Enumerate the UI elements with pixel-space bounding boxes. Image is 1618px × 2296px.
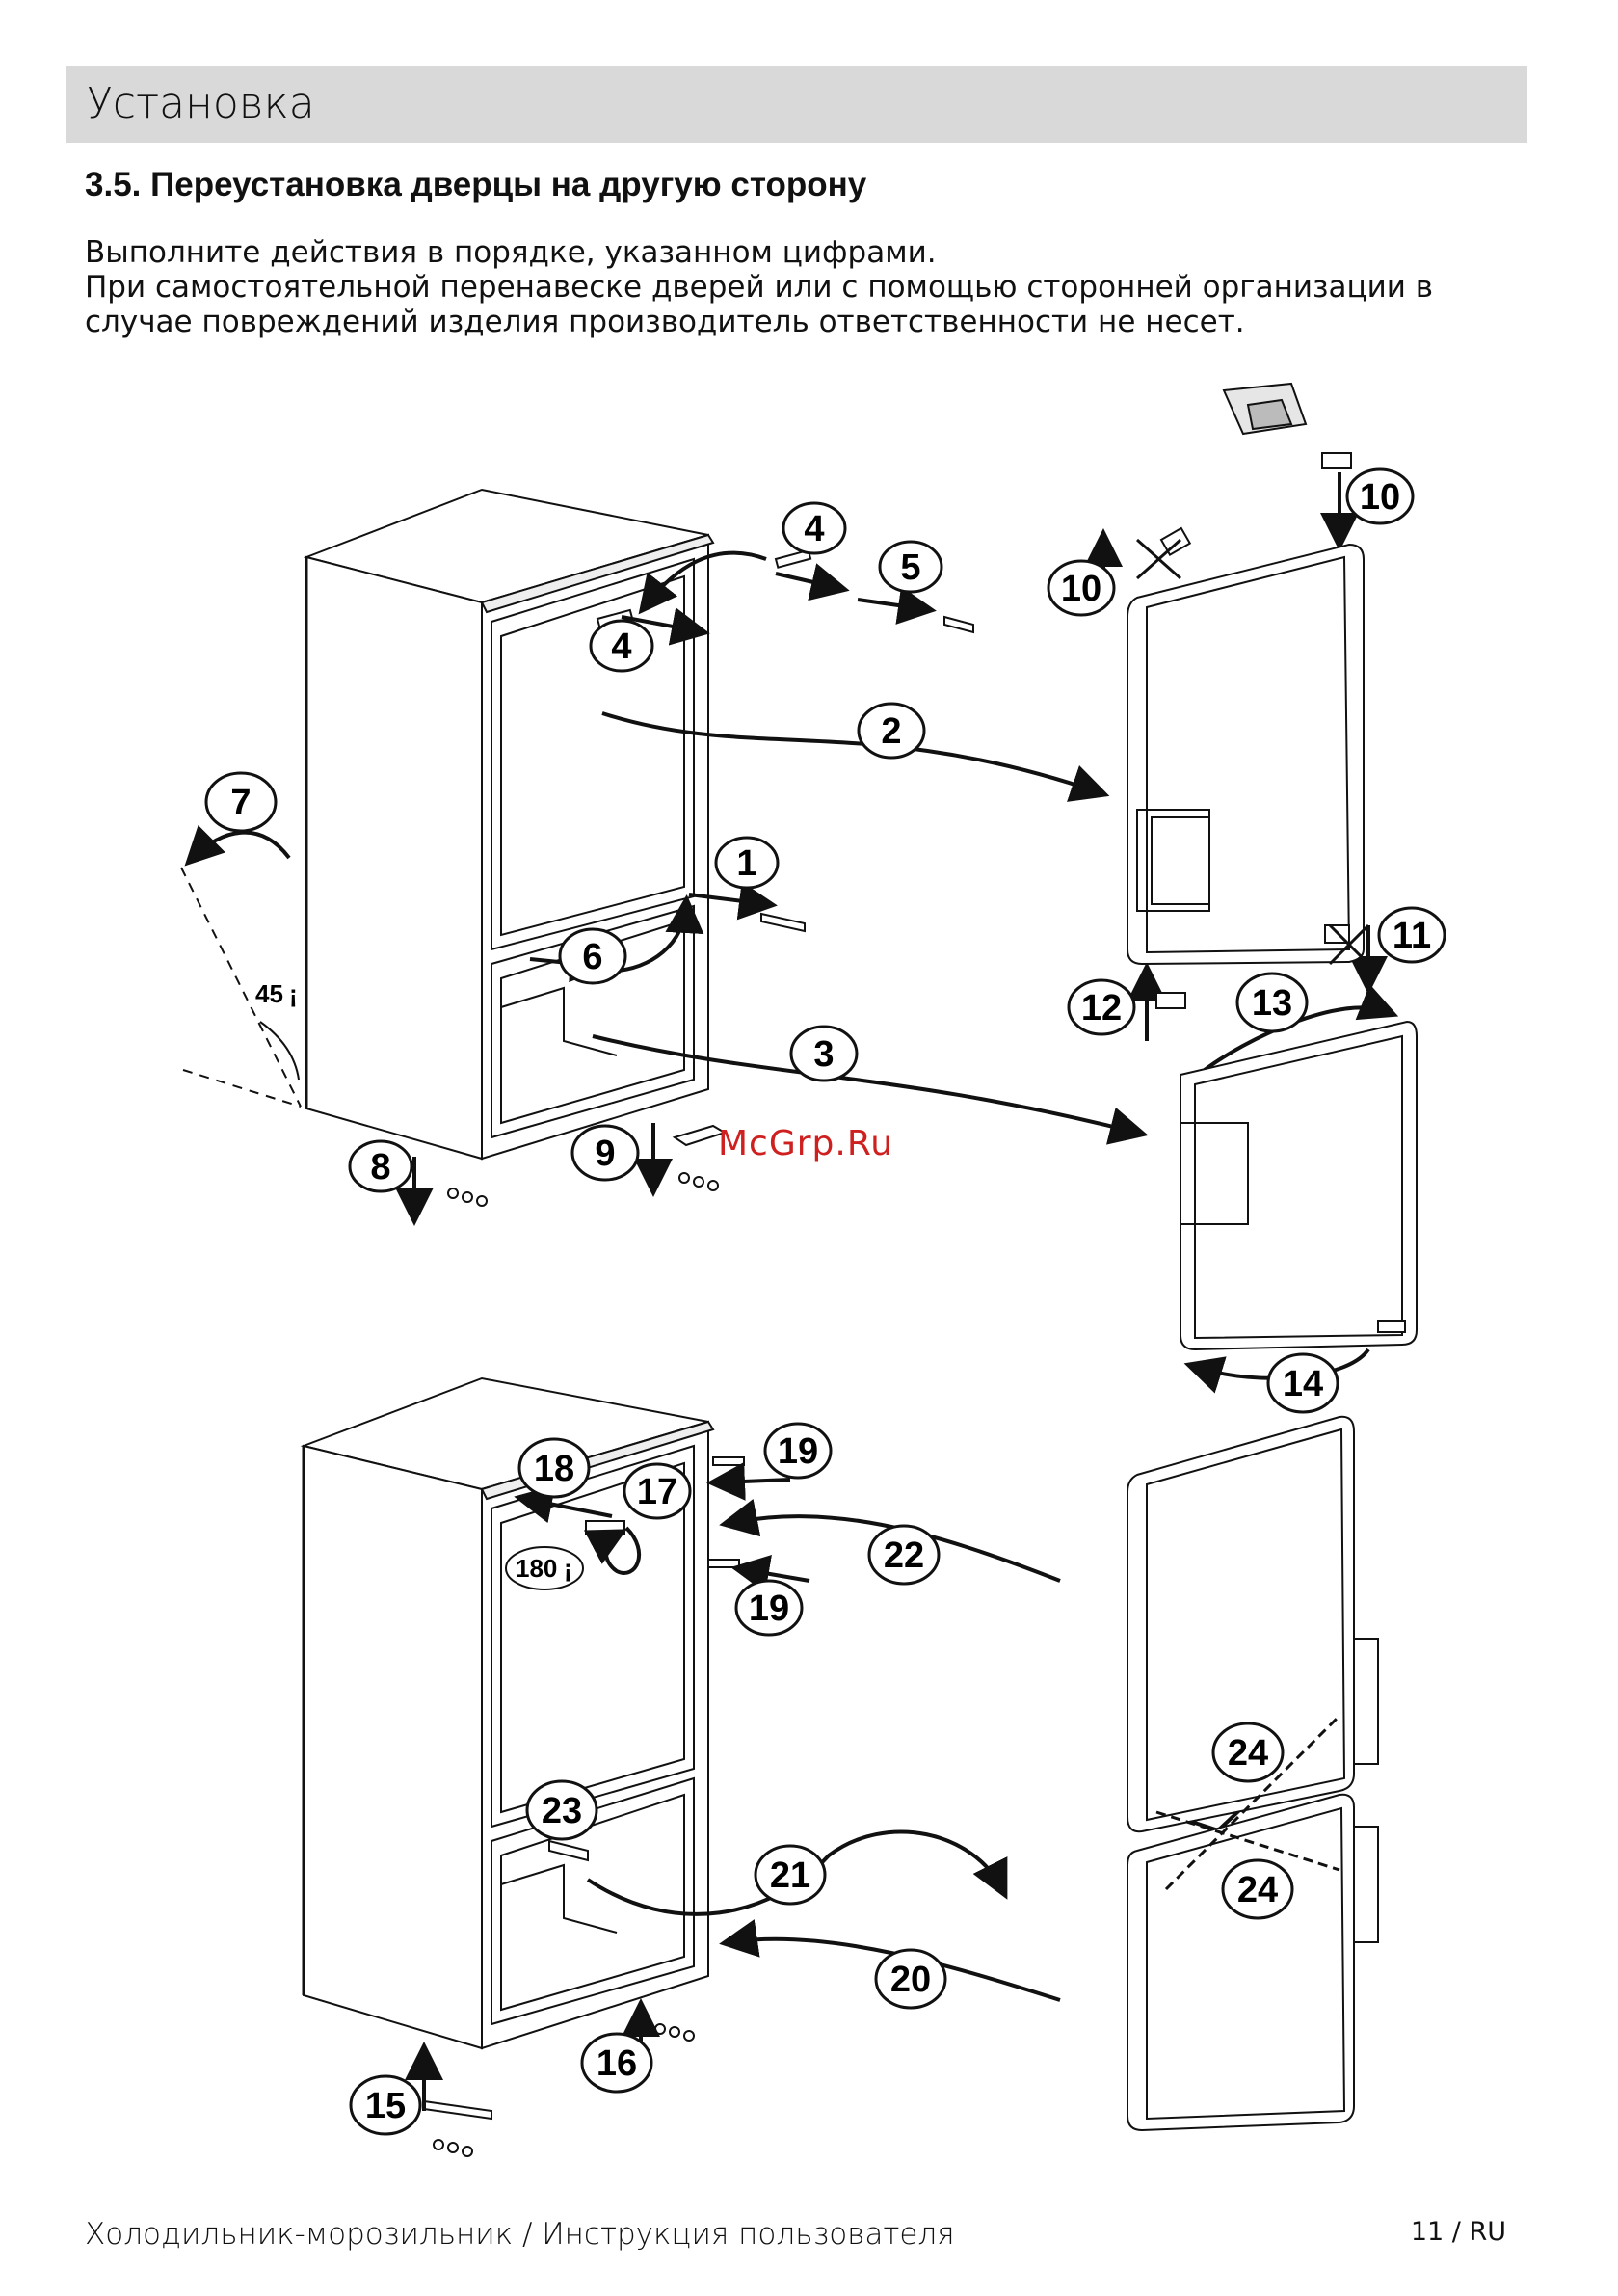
hinge-parts-bottom xyxy=(423,1456,745,2157)
step-number: 3 xyxy=(813,1034,834,1075)
footer-doc-title: Холодильник-морозильник / Инструкция пол… xyxy=(85,2217,955,2252)
step-number: 24 xyxy=(1228,1733,1268,1774)
step-number: 5 xyxy=(900,547,920,588)
step-badge-3: 3 xyxy=(789,1025,859,1082)
step-badge-4: 4 xyxy=(782,501,847,555)
step-number: 4 xyxy=(804,509,824,549)
step-number: 23 xyxy=(542,1791,582,1831)
lower-door-bottom xyxy=(1127,1793,1379,2132)
step-number: 11 xyxy=(1393,916,1431,956)
step-number: 22 xyxy=(884,1535,924,1576)
step-number: 19 xyxy=(749,1589,789,1629)
step-badge-19: 19 xyxy=(734,1579,804,1637)
step-number: 17 xyxy=(637,1472,677,1512)
step-badge-16: 16 xyxy=(580,2032,653,2094)
step-number: 10 xyxy=(1360,477,1400,518)
step-number: 24 xyxy=(1237,1870,1278,1910)
step-number: 2 xyxy=(881,711,901,752)
step-badge-15: 15 xyxy=(349,2074,422,2136)
rotation-badge xyxy=(505,1546,584,1590)
step-badge-7: 7 xyxy=(204,771,278,833)
step-number: 10 xyxy=(1061,569,1101,609)
step-number: 1 xyxy=(736,843,756,884)
svg-text:¡: ¡ xyxy=(564,1554,572,1583)
footer-page-number: 11 / RU xyxy=(1410,2217,1506,2247)
door-open-angle-guide xyxy=(180,867,302,1108)
step-number: 14 xyxy=(1283,1364,1323,1404)
step-number: 12 xyxy=(1081,988,1122,1028)
watermark: McGrp.Ru xyxy=(718,1124,893,1163)
svg-text:¡: ¡ xyxy=(289,979,298,1008)
step-badge-10: 10 xyxy=(1047,559,1116,617)
step-number: 15 xyxy=(365,2086,406,2126)
step-badge-5: 5 xyxy=(878,540,943,594)
step-badge-4: 4 xyxy=(589,619,654,673)
step-number: 13 xyxy=(1252,983,1292,1024)
header-title: Установка xyxy=(87,79,315,128)
step-badge-12: 12 xyxy=(1067,978,1136,1036)
upper-door-bottom xyxy=(1127,1415,1379,1833)
step-badge-13: 13 xyxy=(1235,972,1309,1033)
step-badge-6: 6 xyxy=(558,927,627,985)
step-badge-11: 11 xyxy=(1377,906,1446,964)
step-number: 8 xyxy=(370,1147,390,1188)
step-number: 16 xyxy=(597,2043,637,2084)
step-badge-24: 24 xyxy=(1211,1722,1285,1783)
step-number: 9 xyxy=(595,1134,615,1174)
angle-label: 45 xyxy=(255,979,283,1008)
step-badge-8: 8 xyxy=(348,1139,413,1193)
step-badge-19: 19 xyxy=(763,1422,833,1480)
step-badge-24: 24 xyxy=(1221,1858,1294,1920)
intro-text: Выполните действия в порядке, указанном … xyxy=(85,235,1550,339)
step-number: 7 xyxy=(230,783,251,823)
header-bar: Установка xyxy=(66,66,1527,143)
lower-door-top xyxy=(1180,1020,1418,1351)
step-badge-21: 21 xyxy=(754,1844,827,1906)
intro-line: Выполните действия в порядке, указанном … xyxy=(85,235,937,270)
fridge-cabinet-top xyxy=(303,488,715,1161)
step-badge-22: 22 xyxy=(867,1524,941,1586)
step-badge-10: 10 xyxy=(1345,467,1415,525)
step-number: 6 xyxy=(582,937,602,977)
section-title: 3.5. Переустановка дверцы на другую стор… xyxy=(85,166,867,203)
step-number: 19 xyxy=(778,1431,818,1472)
crossed-parts xyxy=(1136,538,1370,966)
step-number: 4 xyxy=(611,627,631,667)
intro-line: случае повреждений изделия производитель… xyxy=(85,305,1245,339)
step-badge-23: 23 xyxy=(525,1779,598,1841)
step-badge-17: 17 xyxy=(623,1462,692,1520)
step-badge-18: 18 xyxy=(517,1437,591,1499)
step-number: 21 xyxy=(770,1855,810,1896)
step-badge-20: 20 xyxy=(874,1948,947,2010)
swap-lines xyxy=(1155,1714,1341,1891)
step-badge-9: 9 xyxy=(570,1124,640,1182)
step-number: 20 xyxy=(890,1960,931,2000)
upper-door-top xyxy=(1127,543,1365,966)
intro-line: При самостоятельной перенавеске дверей и… xyxy=(85,270,1433,305)
rotation-label: 180 xyxy=(516,1554,557,1583)
step-badge-2: 2 xyxy=(857,702,926,760)
step-number: 18 xyxy=(534,1449,574,1489)
step-badge-1: 1 xyxy=(714,836,780,890)
parts-bag xyxy=(1222,382,1308,436)
step-badge-14: 14 xyxy=(1266,1352,1339,1414)
